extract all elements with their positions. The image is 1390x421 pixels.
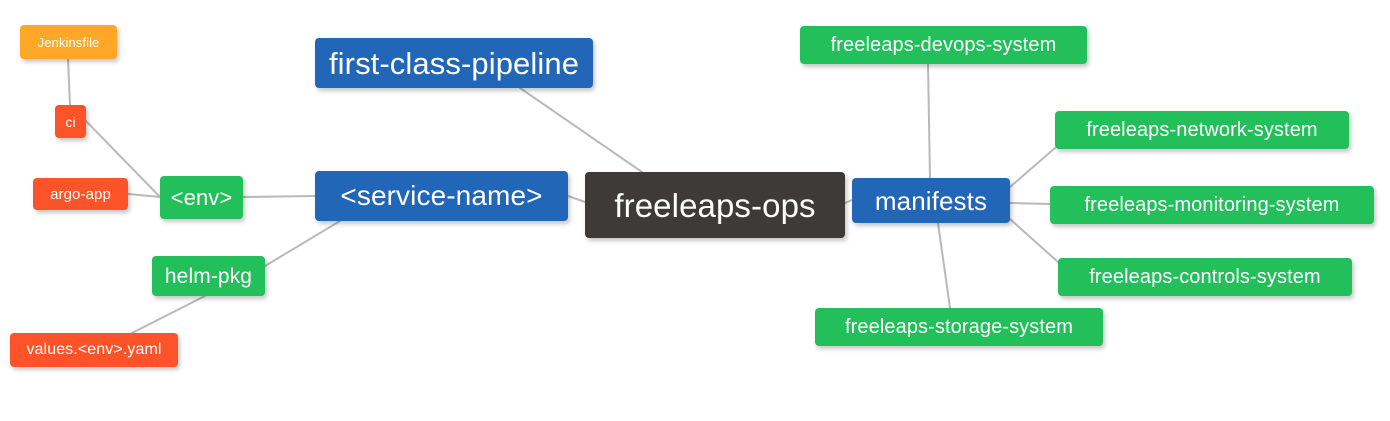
node-freeleaps-devops-system[interactable]: freeleaps-devops-system [800, 26, 1087, 64]
node-label-values-env-yaml: values.<env>.yaml [26, 341, 162, 358]
node-label-jenkinsfile: Jenkinsfile [37, 34, 100, 50]
node-label-manifests: manifests [874, 185, 988, 216]
node-label-service-name: <service-name> [340, 180, 543, 211]
node-label-env: <env> [170, 184, 233, 210]
node-values-env-yaml[interactable]: values.<env>.yaml [10, 333, 178, 367]
node-label-first-class-pipeline: first-class-pipeline [328, 45, 580, 81]
node-label-freeleaps-ops: freeleaps-ops [614, 186, 816, 224]
node-jenkinsfile[interactable]: Jenkinsfile [20, 25, 117, 59]
node-label-freeleaps-monitoring-system: freeleaps-monitoring-system [1084, 194, 1340, 216]
node-label-freeleaps-storage-system: freeleaps-storage-system [844, 316, 1074, 338]
node-label-freeleaps-devops-system: freeleaps-devops-system [830, 34, 1057, 56]
node-service-name[interactable]: <service-name> [315, 171, 568, 221]
node-env[interactable]: <env> [160, 176, 243, 219]
node-argo-app[interactable]: argo-app [33, 178, 128, 210]
node-label-helm-pkg: helm-pkg [164, 264, 253, 288]
node-label-ci: ci [65, 113, 76, 130]
node-manifests[interactable]: manifests [852, 178, 1010, 223]
node-first-class-pipeline[interactable]: first-class-pipeline [315, 38, 593, 88]
node-freeleaps-storage-system[interactable]: freeleaps-storage-system [815, 308, 1103, 346]
node-freeleaps-controls-system[interactable]: freeleaps-controls-system [1058, 258, 1352, 296]
node-label-freeleaps-controls-system: freeleaps-controls-system [1089, 266, 1321, 288]
node-freeleaps-network-system[interactable]: freeleaps-network-system [1055, 111, 1349, 149]
node-helm-pkg[interactable]: helm-pkg [152, 256, 265, 296]
node-label-freeleaps-network-system: freeleaps-network-system [1086, 119, 1318, 141]
node-label-argo-app: argo-app [50, 185, 111, 203]
node-ci[interactable]: ci [55, 105, 86, 138]
node-freeleaps-ops[interactable]: freeleaps-ops [585, 172, 845, 238]
node-freeleaps-monitoring-system[interactable]: freeleaps-monitoring-system [1050, 186, 1374, 224]
